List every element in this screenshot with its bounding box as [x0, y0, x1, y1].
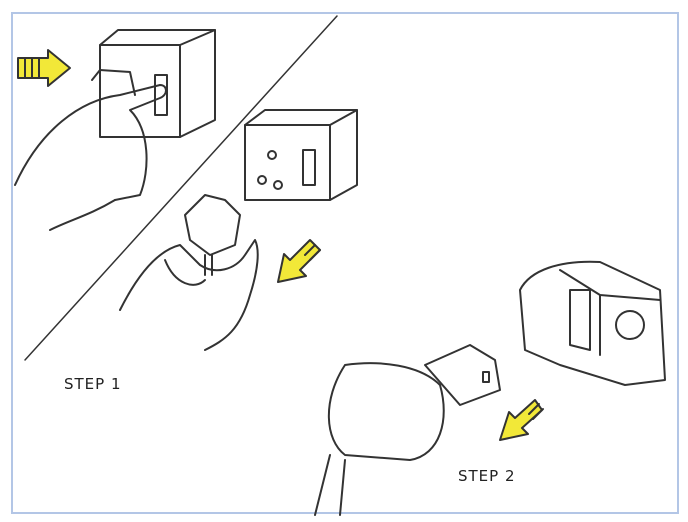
- wall-switch-top: [99, 29, 216, 138]
- wall-socket: [244, 109, 358, 201]
- divider-line: [24, 15, 338, 361]
- hand-holding-connector: [314, 344, 501, 516]
- step-1-label: STEP 1: [64, 375, 122, 393]
- step-2-label: STEP 2: [458, 467, 516, 485]
- illustration-frame: [11, 12, 679, 514]
- hand-holding-plug: [119, 194, 259, 351]
- arrow-down-left-icon: [499, 399, 544, 441]
- charging-unit: [519, 260, 666, 386]
- arrow-right-icon: [17, 49, 71, 87]
- arrow-down-left-icon: [277, 239, 321, 283]
- hand-pressing-switch: [14, 69, 167, 231]
